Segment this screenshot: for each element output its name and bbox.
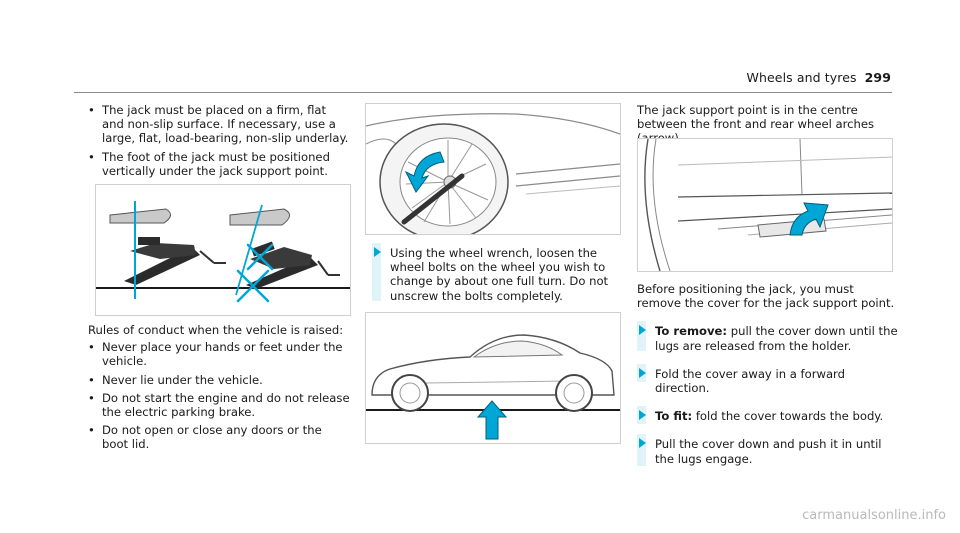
section-title: Wheels and tyres [746,70,857,85]
header-rule [74,92,892,93]
step-arrow-icon [639,410,646,421]
column-1-bottom: Rules of conduct when the vehicle is rai… [88,323,350,456]
step-arrow-icon [374,247,381,257]
step-marker-bar [372,243,381,301]
car-side-illustration [366,334,620,440]
rule-item: Do not open or close any doors or the bo… [88,423,350,451]
step-marker-bar [637,321,646,352]
step-label: To fit: [655,409,693,424]
instruction-step: Using the wheel wrench, loosen the wheel… [372,243,622,303]
figure-wheel-wrench [365,103,621,241]
step-marker-bar [637,434,646,467]
figure-jack-placement [95,184,351,316]
figure-car-side [365,312,621,444]
step-label: To remove: [655,324,728,339]
instruction-step: Pull the cover down and push it in until… [637,434,899,467]
jack-placement-illustration [96,201,350,303]
column-2-text: Using the wheel wrench, loosen the wheel… [372,243,622,303]
instruction-step: To fit: fold the cover towards the body. [637,406,899,425]
running-header: Wheels and tyres 299 [747,70,891,85]
figure-jack-point-cover [637,138,893,272]
bullet-item: The jack must be placed on a firm, flat … [88,103,350,146]
cover-intro: Before positioning the jack, you must re… [637,282,895,311]
watermark: carmanualsonline.info [802,508,946,523]
column-1-top: The jack must be placed on a firm, flat … [88,103,350,182]
jack-point-intro: The jack support point is in the centre … [637,103,875,145]
column-3-text: Before positioning the jack, you must re… [637,282,899,467]
page-number: 299 [864,70,891,85]
step-arrow-icon [639,367,646,378]
rule-item: Do not start the engine and do not relea… [88,391,350,419]
bullet-item: The foot of the jack must be positioned … [88,150,350,178]
instruction-step: Fold the cover away in a forward directi… [637,363,899,395]
rules-heading: Rules of conduct when the vehicle is rai… [88,323,344,337]
instruction-step: To remove: pull the cover down until the… [637,321,899,353]
wheel-wrench-illustration [365,113,621,241]
column-3-intro: The jack support point is in the centre … [637,103,899,146]
rule-item: Never lie under the vehicle. [88,373,350,387]
step-arrow-icon [639,325,646,336]
rule-item: Never place your hands or feet under the… [88,340,350,368]
step-arrow-icon [639,438,646,449]
jack-point-cover-illustration [644,138,893,272]
